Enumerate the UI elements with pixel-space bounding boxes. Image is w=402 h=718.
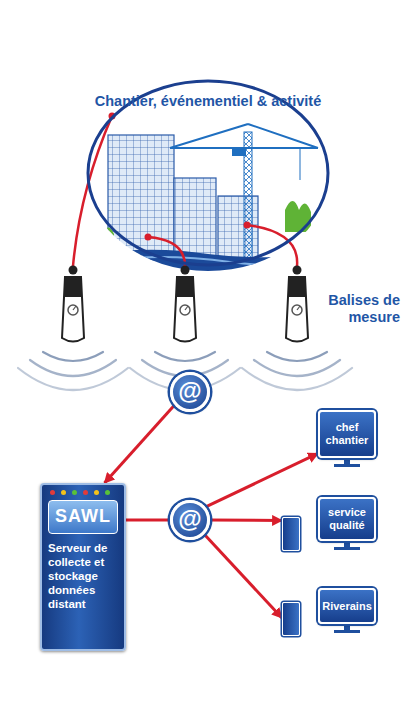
network-link: [205, 453, 318, 507]
computer-label: service qualité: [320, 506, 374, 532]
monitor-base: [334, 547, 360, 550]
sensor-beacon: [286, 266, 308, 342]
beacon-cap: [176, 277, 194, 297]
beacon-needle: [297, 306, 300, 310]
internet-symbol: @: [173, 503, 207, 535]
sensor-wire: [73, 116, 112, 266]
wave: [155, 352, 215, 361]
crane-cab: [232, 148, 246, 156]
beacon-body: [62, 277, 84, 342]
beacon-cap: [64, 277, 82, 297]
beacon-dial: [180, 305, 190, 315]
status-led: [61, 490, 66, 495]
wave: [267, 352, 327, 361]
beacon-dial: [68, 305, 78, 315]
wave: [18, 368, 128, 390]
computer-tower: [282, 517, 300, 551]
beacon-needle: [185, 306, 188, 310]
network-link: [105, 405, 175, 483]
construction-scene: [86, 83, 330, 273]
plant: [92, 225, 114, 254]
wave: [30, 360, 116, 376]
beacon-cap: [288, 277, 306, 297]
beacon-connector: [181, 266, 190, 275]
sensor-wires: [73, 116, 297, 266]
status-led: [50, 490, 55, 495]
beacon-connector: [69, 266, 78, 275]
computer-label: chef chantier: [320, 421, 374, 447]
wire-dot: [145, 234, 152, 241]
wave: [254, 360, 340, 376]
network-link: [126, 519, 170, 522]
monitor-base: [334, 630, 360, 633]
status-led: [72, 490, 77, 495]
wave: [242, 368, 352, 390]
wire-dot: [244, 222, 251, 229]
sensor-wire: [247, 225, 297, 266]
wire-dots: [109, 113, 251, 241]
crane-jib: [170, 124, 318, 148]
internet-node: @: [170, 500, 210, 540]
status-led: [105, 490, 110, 495]
beacon-label: Balises de mesure: [318, 292, 400, 326]
computer-label: Riverains: [320, 600, 374, 613]
brand-logo: SAWL: [48, 500, 118, 534]
crane-cable: [300, 148, 301, 180]
network-link: [210, 519, 282, 523]
beacon-connector: [293, 266, 302, 275]
brand-name: SAWL: [49, 501, 117, 532]
circle-outline: [86, 83, 330, 273]
beacon-needle: [73, 306, 76, 310]
server-label: Serveur de collecte et stockage données …: [48, 541, 124, 611]
status-led: [83, 490, 88, 495]
status-led: [94, 490, 99, 495]
building: [108, 135, 174, 260]
monitor-screen: service qualité: [318, 497, 376, 541]
beacon-dial: [292, 305, 302, 315]
beacon-body: [174, 277, 196, 342]
monitor-screen: Riverains: [318, 588, 376, 624]
monitor-screen: chef chantier: [318, 410, 376, 458]
internet-symbol: @: [173, 375, 207, 407]
network-link: [204, 534, 282, 618]
computer-node: service qualité: [282, 497, 378, 553]
site-circle: Chantier, événementiel & activité: [86, 83, 330, 273]
site-title: Chantier, événementiel & activité: [64, 93, 352, 109]
beacon-body: [286, 277, 308, 342]
sensor-beacon: [62, 266, 84, 342]
computer-node: Riverains: [282, 588, 378, 638]
wave: [43, 352, 103, 361]
scene-background: [86, 83, 330, 273]
monitor-base: [334, 464, 360, 467]
computer-tower: [282, 602, 300, 636]
building: [174, 178, 216, 260]
sensor-beacon: [174, 266, 196, 342]
server-box: SAWL Serveur de collecte et stockage donn…: [40, 483, 126, 651]
plant: [285, 201, 311, 232]
computer-node: chef chantier: [318, 410, 378, 472]
internet-node: @: [170, 372, 210, 412]
